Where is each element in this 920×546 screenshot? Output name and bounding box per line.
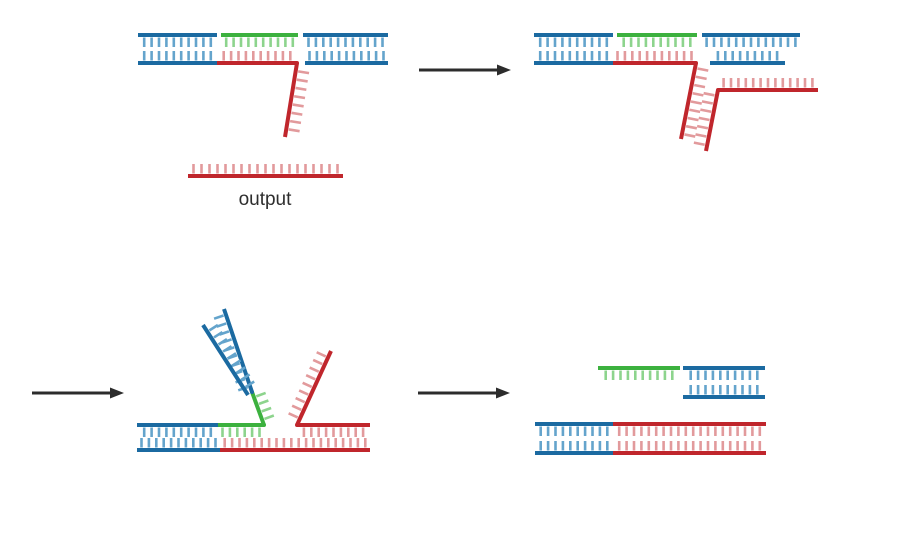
output-label: output: [238, 189, 292, 210]
p2-incumbent-strand: [613, 51, 709, 140]
p3-template-strand: [137, 438, 370, 452]
p2-gate-top-strand: [534, 33, 800, 47]
p3-displaced-strand: [137, 308, 275, 437]
arrow-step-2: [32, 387, 124, 399]
p1-incumbent-strand: [217, 51, 310, 138]
p3-invading-red-strand: [288, 350, 370, 437]
p4-cap-blue-strand: [683, 385, 765, 399]
p1-output-strand-free: [188, 164, 343, 178]
p2-gate-bottom-left-strand: [534, 51, 613, 65]
p4-released-green-blue-strand: [598, 366, 765, 380]
p3-branch-duplex-strand: [201, 323, 255, 397]
p1-gate-bottom-left-strand: [138, 51, 217, 65]
arrow-step-3: [418, 387, 510, 399]
arrow-step-1: [419, 64, 511, 76]
p1-gate-top-strand: [138, 33, 388, 47]
p4-waste-duplex-bottom-strand: [535, 441, 766, 455]
p2-output-strand-binding: [693, 78, 818, 152]
p2-gate-bottom-right-strand: [710, 51, 785, 65]
p4-waste-duplex-top-strand: [535, 422, 766, 436]
p1-gate-bottom-right-strand: [305, 51, 388, 65]
